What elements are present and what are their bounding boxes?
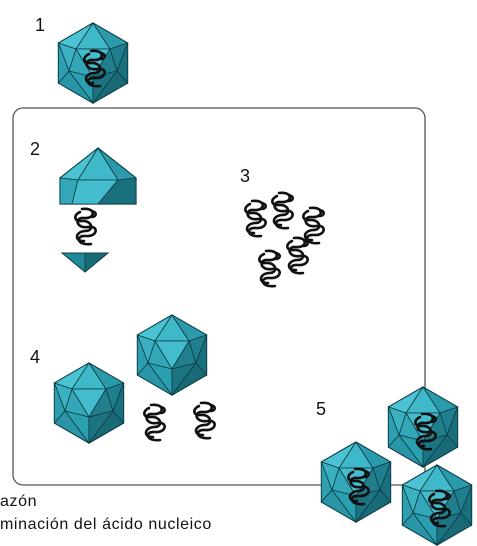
stage-4-label: 4	[30, 347, 40, 367]
nucleic-acid-coil-icon	[245, 201, 265, 236]
caption-line-1: azón	[0, 493, 37, 511]
capsid-top-fragment-icon	[60, 148, 136, 204]
nucleic-acid-coil-icon	[144, 405, 164, 440]
released-virion	[402, 465, 471, 545]
stage-5-label: 5	[316, 399, 326, 419]
nucleic-acid-coil-icon	[259, 251, 279, 286]
released-virion	[321, 442, 390, 522]
released-virion	[388, 387, 457, 467]
capsid-bottom-fragment-icon	[62, 253, 108, 272]
stage-1-label: 1	[35, 15, 45, 35]
capsid-icon	[402, 465, 471, 545]
stage-4-synthesis	[54, 315, 214, 443]
nucleic-acid-coil-icon	[303, 208, 323, 243]
stage-3-label: 3	[240, 166, 250, 186]
capsid-icon	[137, 315, 206, 395]
nucleic-acid-coil-icon	[287, 238, 307, 273]
stage-2-uncoating	[60, 148, 136, 272]
stage-5-release	[321, 387, 471, 545]
capsid-icon	[54, 363, 123, 443]
caption-line-2: minación del ácido nucleico	[0, 516, 212, 534]
stage-1-virion	[58, 23, 127, 103]
nucleic-acid-coil-icon	[194, 403, 214, 438]
stage-2-label: 2	[30, 139, 40, 159]
nucleic-acid-coil-icon	[272, 193, 292, 228]
stage-3-genome-replication	[245, 193, 323, 286]
nucleic-acid-coil-icon	[75, 209, 95, 244]
